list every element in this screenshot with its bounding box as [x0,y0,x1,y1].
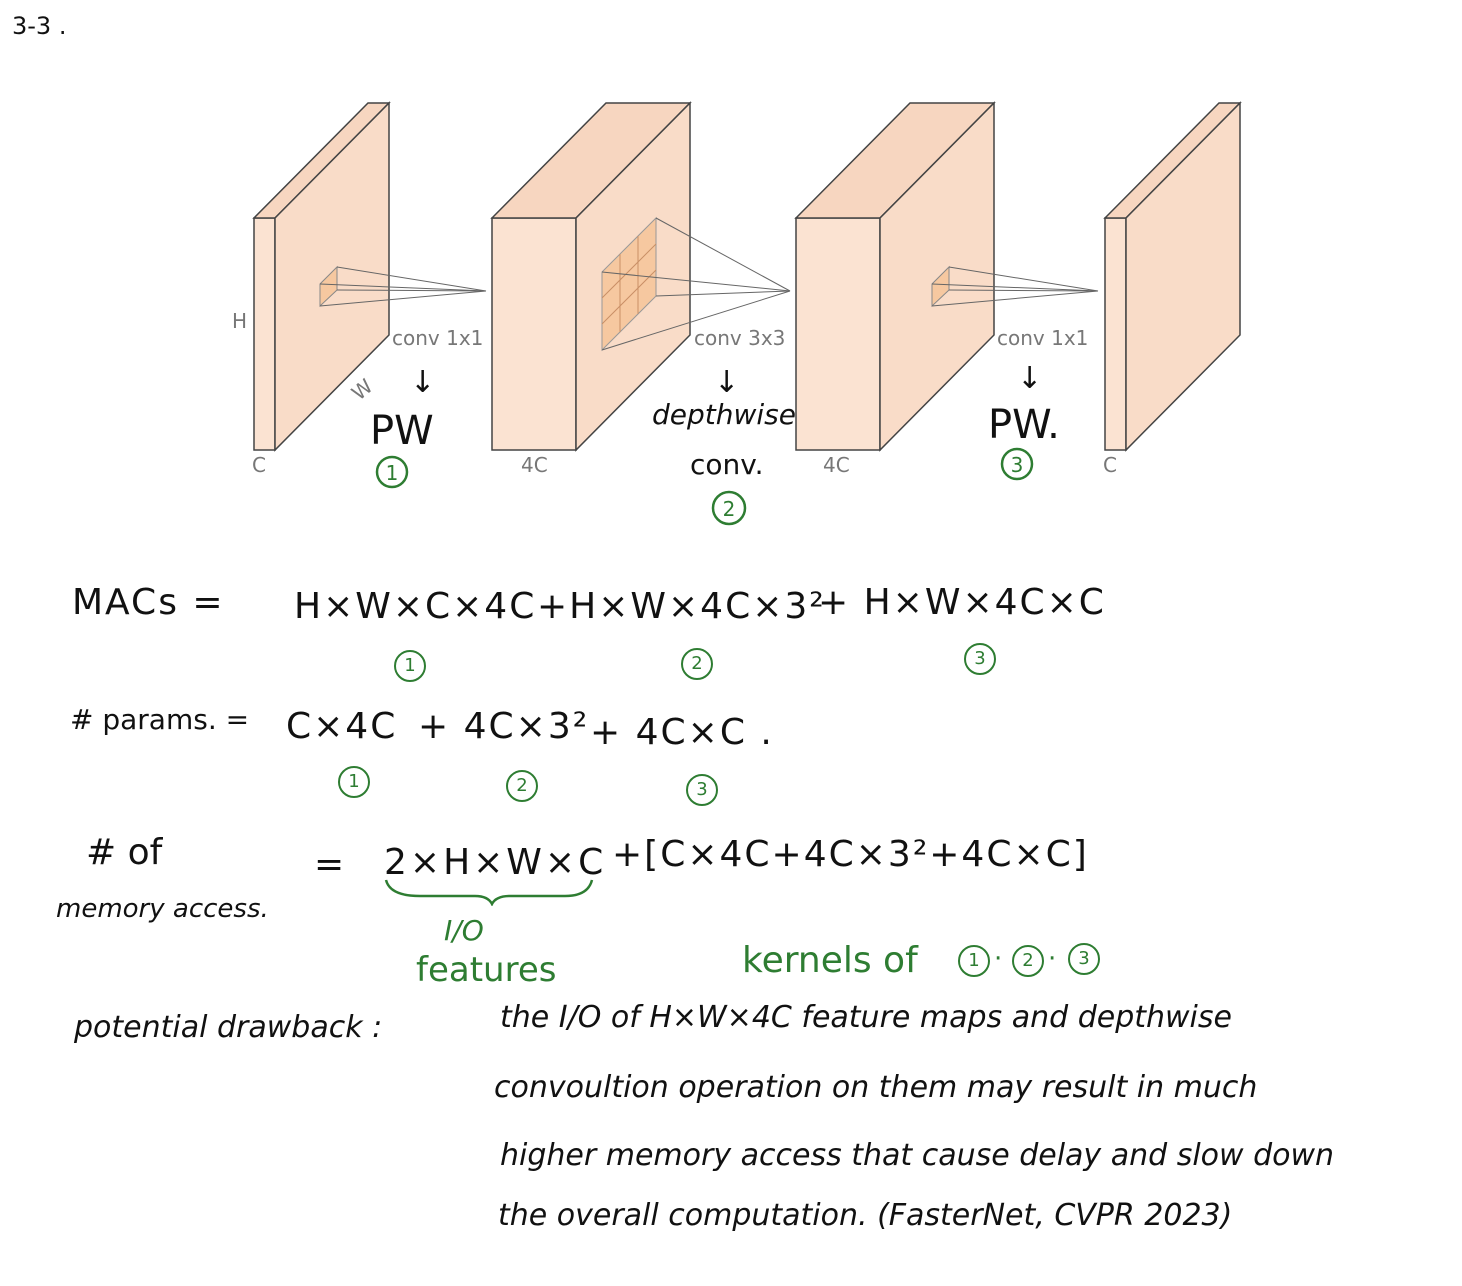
params-number-3: 3 [686,774,718,806]
memory-lhs-bottom: memory access. [56,894,269,924]
feature-block-4 [1103,101,1242,452]
svg-text:3: 3 [1011,453,1024,477]
memory-lhs-top: # of [86,832,163,873]
io-note-2: features [416,950,557,990]
svg-text:1: 1 [386,461,399,485]
io-note-1: I/O [444,914,484,947]
axis-w-label: W [347,374,378,405]
feature-block-2 [490,101,692,452]
kernels-number-2: 2 [1012,945,1044,977]
macs-number-2: 2 [681,648,713,680]
conv-1-number: 1 [375,455,409,489]
feature-block-3 [794,101,996,452]
params-term-1: C×4C [286,706,398,747]
channel-label-1: C [252,453,266,477]
conv-1-annotation: PW [370,408,434,454]
conv-3-annotation: PW. [988,402,1060,448]
drawback-line-1: the I/O of H×W×4C feature maps and depth… [500,1000,1232,1035]
macs-term-1: H×W×C×4C [294,586,537,627]
channel-label-3: 4C [823,453,850,477]
params-lhs: # params. = [70,703,250,736]
svg-text:2: 2 [723,497,736,521]
conv-2-label: conv 3x3 [694,326,785,350]
conv-2-rays [601,217,791,351]
params-term-3: + 4C×C . [590,712,774,753]
memory-term-2: +[C×4C+4C×3²+4C×C] [612,834,1089,875]
problem-label: 3-3 . [12,12,67,40]
macs-number-1: 1 [394,650,426,682]
io-underbrace [384,879,594,906]
arrow-1: ↓ [410,365,435,400]
conv-3-number: 3 [1000,447,1034,481]
conv-2-annotation: depthwise [652,398,796,431]
conv-2-annotation-2: conv. [690,448,764,481]
channel-label-4: C [1103,453,1117,477]
feature-block-1 [252,101,391,452]
params-number-2: 2 [506,770,538,802]
params-term-2: + 4C×3² [418,706,590,747]
macs-number-3: 3 [964,643,996,675]
axis-h-label: H [232,309,247,333]
drawback-line-2: convoultion operation on them may result… [494,1070,1258,1105]
kernels-number-1: 1 [958,945,990,977]
kernels-sep-2: · [1048,944,1057,974]
memory-equals: = [314,844,345,885]
kernels-number-3: 3 [1068,943,1100,975]
conv-1-label: conv 1x1 [392,326,483,350]
conv-1-rays [319,266,487,307]
conv-3-label: conv 1x1 [997,326,1088,350]
conv-2-number: 2 [711,490,747,526]
macs-lhs: MACs = [72,582,225,623]
params-number-1: 1 [338,766,370,798]
arrow-2: ↓ [714,365,739,400]
arrow-3: ↓ [1017,361,1042,396]
kernels-note: kernels of [742,940,918,981]
kernels-sep-1: · [994,944,1003,974]
macs-term-2: +H×W×4C×3² [537,586,826,627]
memory-term-1: 2×H×W×C [384,842,607,883]
channel-label-2: 4C [521,453,548,477]
conv-3-rays [931,266,1099,307]
macs-term-3: + H×W×4C×C [818,582,1106,623]
bottleneck-diagram: H W C 4C 4C C conv 1x1 conv 3x3 conv 1x1… [232,101,1242,526]
drawback-line-4: the overall computation. (FasterNet, CVP… [498,1198,1233,1233]
drawback-label: potential drawback : [74,1010,383,1045]
drawback-line-3: higher memory access that cause delay an… [500,1138,1335,1173]
